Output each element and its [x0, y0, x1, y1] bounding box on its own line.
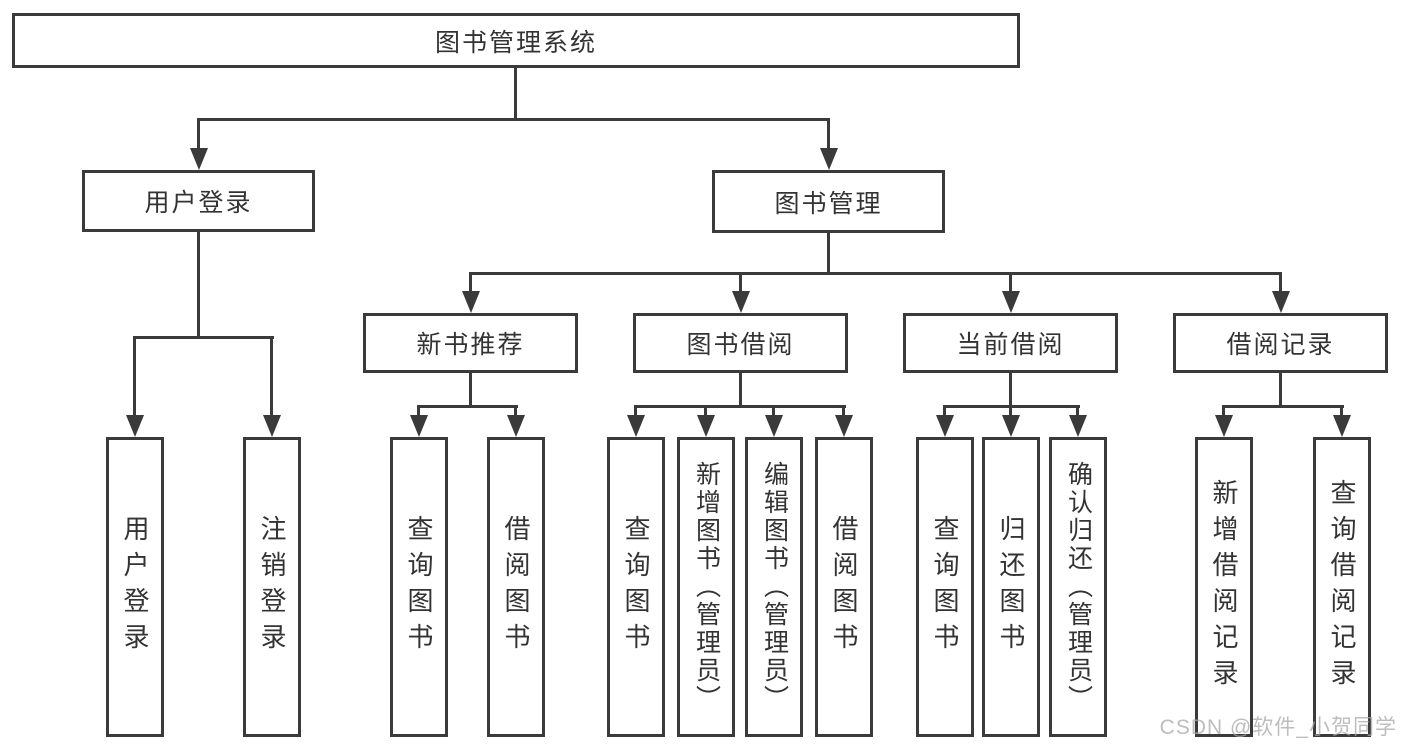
node-user-login: 用户登录 — [82, 170, 315, 232]
node-label: 图书管理系统 — [434, 28, 597, 57]
node-label: 图书借阅 — [686, 331, 795, 359]
node-new-book-recommendation: 新书推荐 — [363, 313, 578, 373]
leaf-label: 查询借阅记录 — [1327, 479, 1357, 695]
leaf-query-books-borrow: 查询图书 — [607, 437, 665, 737]
leaf-query-books-current: 查询图书 — [916, 437, 974, 737]
connector-new-book-rec-rail — [417, 405, 518, 408]
arrow-to-book-mgmt — [820, 148, 838, 170]
node-label: 当前借阅 — [956, 331, 1065, 359]
connector-drop — [842, 405, 845, 417]
connector-drop-leaf-logout — [270, 336, 273, 417]
leaf-query-borrow-record: 查询借阅记录 — [1313, 437, 1371, 737]
node-label: 图书管理 — [774, 189, 883, 218]
arrow-to-leaf — [507, 415, 525, 437]
connector-new-book-rec-stem — [469, 373, 472, 405]
arrow-to-user-login — [190, 148, 208, 170]
leaf-label: 注销登录 — [257, 515, 287, 659]
connector-borrow-records-rail — [1222, 405, 1344, 408]
connector-drop — [943, 405, 946, 417]
connector-drop-leaf-login — [133, 336, 136, 417]
connector-drop-borrow-records — [1279, 272, 1282, 294]
leaf-label: 借阅图书 — [829, 515, 859, 659]
csdn-watermark: CSDN @软件_小贺同学 — [1159, 716, 1397, 739]
node-label: 新书推荐 — [416, 331, 525, 359]
connector-book-borrowing-rail — [634, 405, 846, 408]
connector-user-login-rail — [133, 336, 274, 339]
leaf-label: 确认归还（管理员） — [1064, 461, 1093, 713]
leaf-logout: 注销登录 — [243, 437, 301, 737]
leaf-label: 归还图书 — [996, 515, 1026, 659]
arrow-to-leaf — [765, 415, 783, 437]
arrow-to-leaf — [627, 415, 645, 437]
connector-user-login-stem — [197, 232, 200, 336]
connector-root-stem — [514, 68, 517, 118]
leaf-edit-books-admin: 编辑图书（管理员） — [745, 437, 803, 737]
leaf-borrow-books-rec: 借阅图书 — [487, 437, 545, 737]
node-label: 用户登录 — [144, 189, 253, 217]
leaf-label: 查询图书 — [621, 515, 651, 659]
leaf-borrow-books: 借阅图书 — [815, 437, 873, 737]
arrow-to-borrow-records — [1272, 291, 1290, 313]
arrow-to-leaf — [936, 415, 954, 437]
connector-borrow-records-stem — [1279, 373, 1282, 405]
connector-drop-new-book-rec — [469, 272, 472, 294]
leaf-label: 用户登录 — [120, 515, 150, 659]
leaf-add-books-admin: 新增图书（管理员） — [677, 437, 735, 737]
arrow-to-leaf — [1215, 415, 1233, 437]
arrow-to-new-book-rec — [462, 291, 480, 313]
connector-drop — [1009, 405, 1012, 417]
node-borrow-records: 借阅记录 — [1173, 313, 1388, 373]
leaf-label: 查询图书 — [404, 515, 434, 659]
leaf-label: 查询图书 — [930, 515, 960, 659]
node-book-management: 图书管理 — [712, 170, 945, 233]
connector-book-mgmt-rail — [469, 272, 1282, 275]
node-label: 借阅记录 — [1226, 331, 1335, 359]
connector-drop — [704, 405, 707, 417]
leaf-return-books: 归还图书 — [982, 437, 1040, 737]
leaf-label: 借阅图书 — [501, 515, 531, 659]
leaf-query-books-rec: 查询图书 — [390, 437, 448, 737]
arrow-to-current-borrowing — [1002, 291, 1020, 313]
connector-drop — [1076, 405, 1079, 417]
arrow-to-book-borrowing — [732, 291, 750, 313]
connector-drop — [772, 405, 775, 417]
connector-drop — [1340, 405, 1343, 417]
arrow-to-leaf-login — [126, 415, 144, 437]
connector-drop — [1222, 405, 1225, 417]
arrow-to-leaf — [697, 415, 715, 437]
connector-drop-current-borrowing — [1009, 272, 1012, 294]
leaf-label: 新增图书（管理员） — [692, 461, 721, 713]
connector-drop-book-borrowing — [739, 272, 742, 294]
leaf-user-login: 用户登录 — [106, 437, 164, 737]
connector-drop-book-mgmt — [827, 118, 830, 152]
arrow-to-leaf — [1002, 415, 1020, 437]
leaf-label: 新增借阅记录 — [1209, 479, 1239, 695]
connector-book-borrowing-stem — [739, 373, 742, 405]
leaf-label: 编辑图书（管理员） — [760, 461, 789, 713]
arrow-to-leaf-logout — [263, 415, 281, 437]
arrow-to-leaf — [1069, 415, 1087, 437]
arrow-to-leaf — [835, 415, 853, 437]
connector-drop — [634, 405, 637, 417]
connector-drop — [514, 405, 517, 417]
node-library-management-system: 图书管理系统 — [12, 13, 1020, 68]
node-current-borrowing: 当前借阅 — [903, 313, 1118, 373]
arrow-to-leaf — [410, 415, 428, 437]
node-book-borrowing: 图书借阅 — [633, 313, 848, 373]
connector-root-rail — [197, 118, 830, 121]
connector-book-mgmt-stem — [827, 233, 830, 272]
leaf-confirm-return-admin: 确认归还（管理员） — [1049, 437, 1107, 737]
connector-drop — [417, 405, 420, 417]
leaf-add-borrow-record: 新增借阅记录 — [1195, 437, 1253, 737]
arrow-to-leaf — [1333, 415, 1351, 437]
connector-drop-user-login — [197, 118, 200, 152]
connector-current-borrowing-stem — [1009, 373, 1012, 405]
